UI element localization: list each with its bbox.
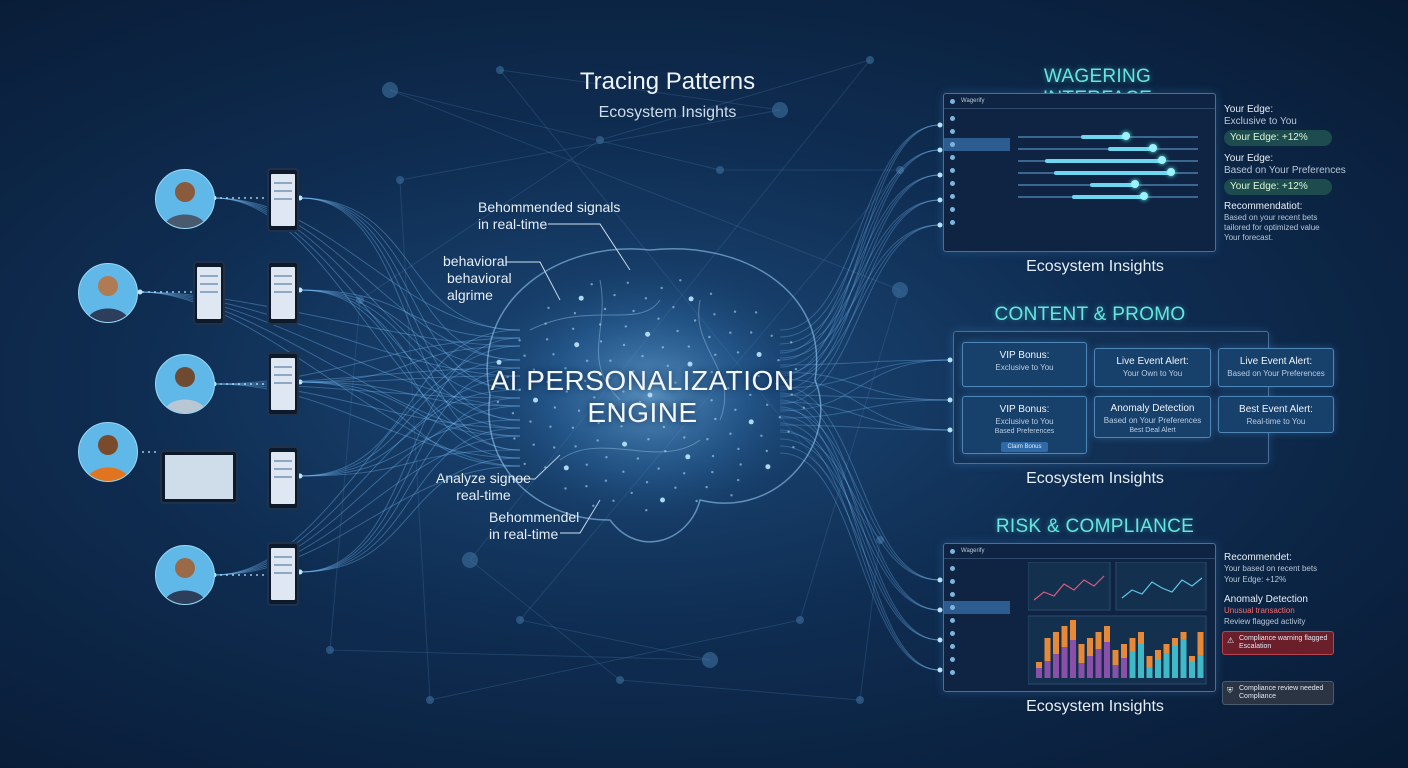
sidebar-item[interactable] bbox=[944, 588, 1010, 601]
phone-device bbox=[267, 261, 299, 325]
tablet-device bbox=[160, 450, 238, 504]
promo-card[interactable]: VIP Bonus:Exclusive to You bbox=[962, 342, 1087, 387]
risk-recommendation: Recommendet: Your based on recent bets Y… bbox=[1224, 552, 1318, 584]
promo-card[interactable]: VIP Bonus:Exclusive to You Based Prefere… bbox=[962, 396, 1087, 454]
risk-charts bbox=[1028, 562, 1207, 685]
recommendation-note: Recommendatiot: Based on your recent bet… bbox=[1224, 201, 1320, 242]
phone-device bbox=[267, 446, 299, 510]
sidebar-item[interactable] bbox=[944, 151, 1010, 164]
sidebar-item[interactable] bbox=[944, 614, 1010, 627]
page-title: Tracing Patterns bbox=[579, 68, 756, 95]
user-avatar bbox=[78, 422, 138, 482]
odds-slider[interactable] bbox=[1018, 156, 1198, 166]
sidebar-item[interactable] bbox=[944, 190, 1010, 203]
odds-slider[interactable] bbox=[1018, 132, 1198, 142]
edge-pill: Your Edge: +12% bbox=[1224, 130, 1332, 146]
risk-dashboard: Wagerify bbox=[943, 543, 1216, 692]
logo-icon bbox=[950, 98, 955, 104]
ai-brain-graphic bbox=[460, 245, 840, 545]
edge-note-2: Your Edge: Based on Your Preferences You… bbox=[1224, 153, 1399, 195]
label-analyze: Analyze signoe real-time bbox=[436, 470, 531, 503]
edge-note-1: Your Edge: Exclusive to You Your Edge: +… bbox=[1224, 104, 1399, 146]
sidebar-item[interactable] bbox=[944, 627, 1010, 640]
wagering-footer: Ecosystem Insights bbox=[1026, 258, 1164, 275]
phone-device bbox=[267, 168, 299, 232]
dashboard-header: Wagerify bbox=[944, 544, 1215, 559]
edge-pill: Your Edge: +12% bbox=[1224, 179, 1332, 195]
promo-card[interactable]: Live Event Alert:Based on Your Preferenc… bbox=[1218, 348, 1334, 387]
odds-slider[interactable] bbox=[1018, 144, 1198, 154]
sidebar-item[interactable] bbox=[944, 562, 1010, 575]
dashboard-header: Wagerify bbox=[944, 94, 1215, 109]
sidebar-item[interactable] bbox=[944, 216, 1010, 229]
risk-footer: Ecosystem Insights bbox=[1026, 698, 1164, 715]
shield-icon: ⛨ bbox=[1227, 686, 1233, 695]
label-behavioral: behavioral behavioral algrime bbox=[443, 253, 512, 303]
sidebar-item[interactable] bbox=[944, 601, 1010, 614]
risk-title: RISK & COMPLIANCE bbox=[995, 516, 1195, 537]
promo-footer: Ecosystem Insights bbox=[1026, 470, 1164, 487]
phone-device bbox=[193, 261, 225, 325]
label-recommend: Behommendel in real-time bbox=[489, 509, 580, 542]
engine-title: AI PERSONALIZATION ENGINE bbox=[490, 365, 795, 428]
warning-icon: ⚠ bbox=[1227, 636, 1235, 645]
user-avatar bbox=[78, 263, 138, 323]
promo-card[interactable]: Best Event Alert:Real-time to You bbox=[1218, 396, 1334, 433]
user-avatar bbox=[155, 545, 215, 605]
odds-slider[interactable] bbox=[1018, 192, 1198, 202]
label-signals: Behommended signals in real-time bbox=[478, 199, 621, 232]
sidebar-item[interactable] bbox=[944, 666, 1010, 679]
anomaly-note: Anomaly Detection Unusual transaction Re… bbox=[1224, 594, 1308, 626]
sidebar-item[interactable] bbox=[944, 575, 1010, 588]
sidebar-item[interactable] bbox=[944, 138, 1010, 151]
odds-slider[interactable] bbox=[1018, 180, 1198, 190]
dashboard-sidebar bbox=[944, 562, 1010, 679]
promo-title: CONTENT & PROMO bbox=[994, 304, 1186, 325]
promo-card[interactable]: Live Event Alert:Your Own to You bbox=[1094, 348, 1211, 387]
sidebar-item[interactable] bbox=[944, 653, 1010, 666]
claim-bonus-button[interactable]: Claim Bonus bbox=[1001, 442, 1048, 452]
sidebar-item[interactable] bbox=[944, 164, 1010, 177]
sidebar-item[interactable] bbox=[944, 640, 1010, 653]
page-subtitle: Ecosystem Insights bbox=[598, 104, 737, 121]
logo-icon bbox=[950, 548, 955, 554]
sidebar-item[interactable] bbox=[944, 125, 1010, 138]
user-avatar bbox=[155, 354, 215, 414]
phone-device bbox=[267, 542, 299, 606]
sidebar-item[interactable] bbox=[944, 112, 1010, 125]
user-avatar bbox=[155, 169, 215, 229]
sidebar-item[interactable] bbox=[944, 177, 1010, 190]
sidebar-item[interactable] bbox=[944, 203, 1010, 216]
phone-device bbox=[267, 352, 299, 416]
odds-slider[interactable] bbox=[1018, 168, 1198, 178]
dashboard-sidebar bbox=[944, 112, 1010, 229]
wagering-dashboard: Wagerify bbox=[943, 93, 1216, 252]
